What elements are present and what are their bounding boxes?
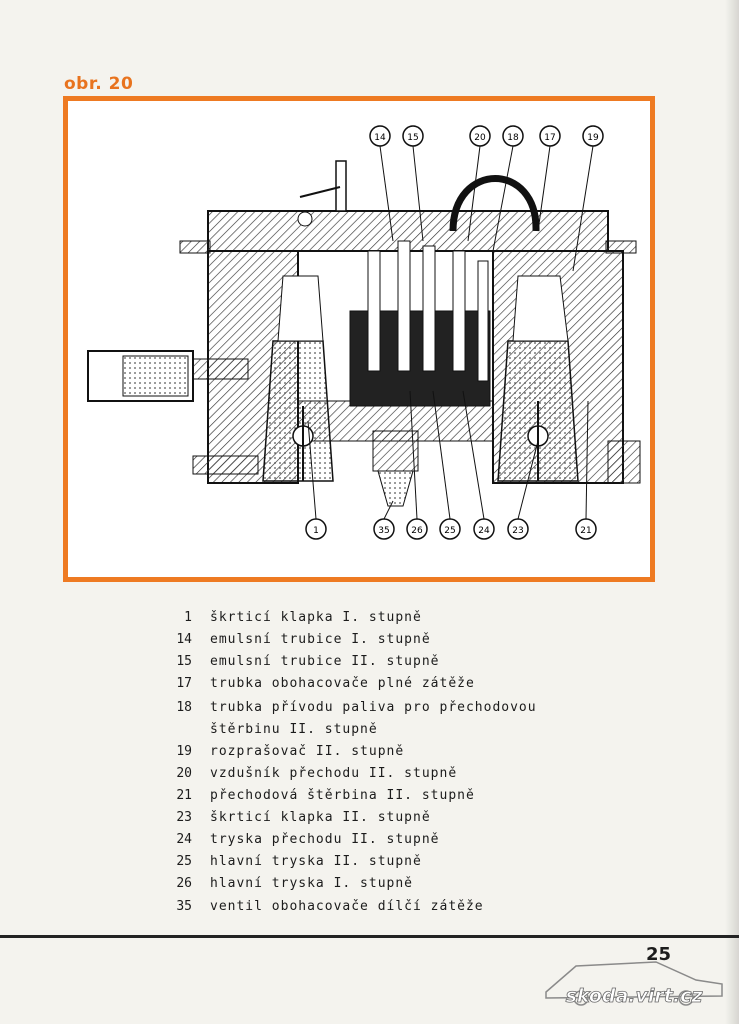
legend-number: 21 <box>176 788 192 803</box>
air-intake <box>297 160 347 227</box>
legend-text: rozprašovač II. stupně <box>210 744 405 759</box>
legend-text: tryska přechodu II. stupně <box>210 832 440 847</box>
solenoid-body <box>122 355 189 397</box>
callout-25: 25 <box>444 526 455 536</box>
callouts-top: 14 15 20 18 17 19 <box>369 125 604 272</box>
callout-1: 1 <box>313 526 319 536</box>
legend-number: 19 <box>176 744 192 759</box>
venturi-stage-1 <box>262 275 334 482</box>
legend-number: 18 <box>176 700 192 715</box>
idle-jet <box>192 358 249 380</box>
enrichment-tube <box>449 175 540 232</box>
callouts-bottom: 1 35 26 25 24 23 21 <box>305 390 597 540</box>
legend-number: 24 <box>176 832 192 847</box>
page-bottom-rule <box>0 935 739 938</box>
legend-text: škrticí klapka I. stupně <box>210 610 422 625</box>
legend-number: 14 <box>176 632 192 647</box>
callout-26: 26 <box>411 526 423 536</box>
callout-24: 24 <box>478 526 490 536</box>
figure-title: obr. 20 <box>64 74 134 94</box>
watermark-logo: skoda.virt.cz <box>545 961 723 1007</box>
legend-number: 23 <box>176 810 192 825</box>
legend-number: 35 <box>176 899 192 914</box>
legend-text: hlavní tryska II. stupně <box>210 854 422 869</box>
callout-35: 35 <box>378 526 389 536</box>
legend-number: 1 <box>184 610 192 625</box>
enrichment-valve <box>372 430 419 507</box>
page-binding-shadow <box>725 0 739 1024</box>
legend-text: trubka přívodu paliva pro přechodovou <box>210 700 537 715</box>
page-number: 25 <box>646 944 672 965</box>
callout-18: 18 <box>507 133 519 143</box>
callout-17: 17 <box>544 133 555 143</box>
callout-21: 21 <box>580 526 591 536</box>
legend-text: škrticí klapka II. stupně <box>210 810 431 825</box>
legend-text: ventil obohacovače dílčí zátěže <box>210 899 484 914</box>
venturi-stage-2 <box>497 275 579 482</box>
figure-frame: 14 15 20 18 17 19 1 35 26 25 24 23 21 <box>63 96 655 582</box>
float-chamber <box>349 240 491 407</box>
callout-19: 19 <box>587 133 599 143</box>
legend-text: trubka obohacovače plné zátěže <box>210 676 475 691</box>
legend-number: 17 <box>176 676 192 691</box>
callout-14: 14 <box>374 133 386 143</box>
callout-15: 15 <box>407 133 418 143</box>
bypass-screw <box>192 455 259 475</box>
callout-23: 23 <box>512 526 523 536</box>
watermark-text: skoda.virt.cz <box>566 985 704 1007</box>
legend-number: 20 <box>176 766 192 781</box>
legend-text: přechodová štěrbina II. stupně <box>210 788 475 803</box>
legend-number: 15 <box>176 654 192 669</box>
legend-text: emulsní trubice I. stupně <box>210 632 431 647</box>
legend-text: emulsní trubice II. stupně <box>210 654 440 669</box>
legend-number: 25 <box>176 854 192 869</box>
legend-text: hlavní tryska I. stupně <box>210 876 414 891</box>
callout-20: 20 <box>474 133 486 143</box>
legend-number: 26 <box>176 876 192 891</box>
legend-text-continued: štěrbinu II. stupně <box>210 722 378 737</box>
carburetor-diagram: 14 15 20 18 17 19 1 35 26 25 24 23 21 <box>87 125 641 540</box>
legend-text: vzdušník přechodu II. stupně <box>210 766 458 781</box>
